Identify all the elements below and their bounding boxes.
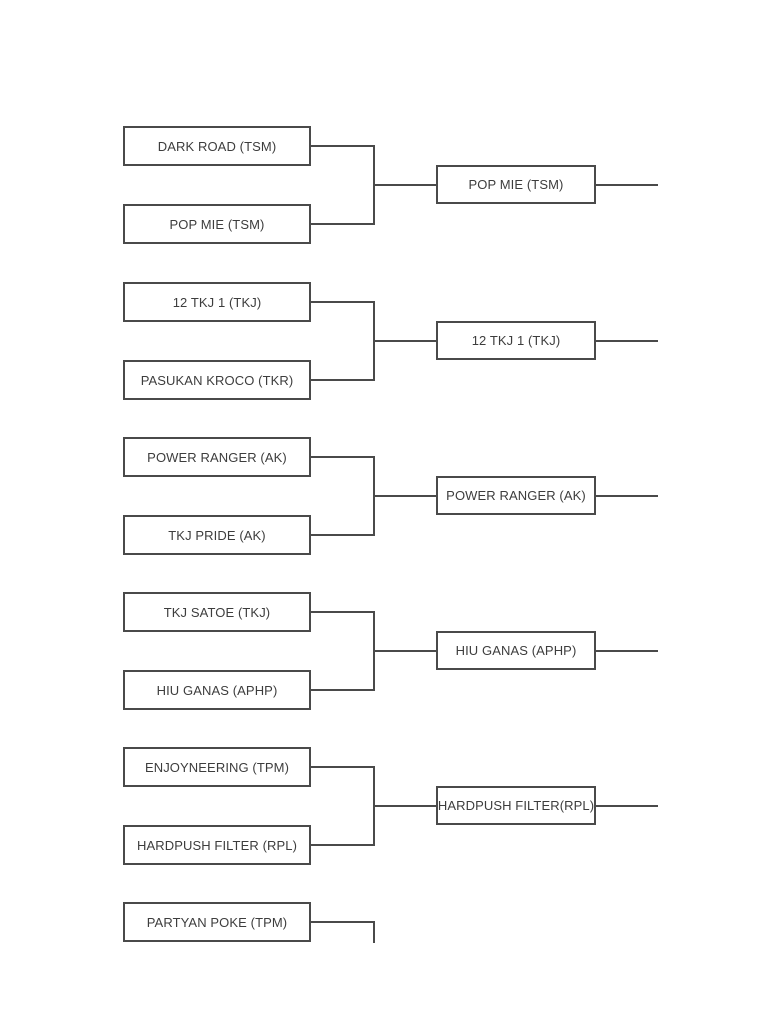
team-box: PASUKAN KROCO (TKR) [123,360,311,400]
team-box: TKJ PRIDE (AK) [123,515,311,555]
winner-box: HIU GANAS (APHP) [436,631,596,670]
team-name: ENJOYNEERING (TPM) [144,759,290,775]
connector-line [373,766,375,846]
advance-line [596,805,658,807]
connector-line [311,689,375,691]
team-box: PARTYAN POKE (TPM) [123,902,311,942]
connector-line [311,921,375,923]
team-name: TKJ PRIDE (AK) [168,527,266,543]
advance-line [596,495,658,497]
team-name: HIU GANAS (APHP) [156,682,278,698]
winner-name: POWER RANGER (AK) [446,488,586,503]
connector-line [311,456,375,458]
connector-line [311,534,375,536]
team-box: HIU GANAS (APHP) [123,670,311,710]
connector-line [311,301,375,303]
winner-name: 12 TKJ 1 (TKJ) [471,333,561,348]
team-name: 12 TKJ 1 (TKJ) [172,294,262,310]
advance-line [596,650,658,652]
winner-box: HARDPUSH FILTER(RPL) [436,786,596,825]
connector-line [375,495,436,497]
team-box: TKJ SATOE (TKJ) [123,592,311,632]
winner-name: HIU GANAS (APHP) [455,643,577,658]
advance-line [596,184,658,186]
team-name: TKJ SATOE (TKJ) [163,604,271,620]
connector-line [373,301,375,381]
winner-box: POWER RANGER (AK) [436,476,596,515]
connector-line [373,611,375,691]
connector-line [373,456,375,536]
team-name: PARTYAN POKE (TPM) [146,914,288,930]
connector-line [311,844,375,846]
connector-line [311,766,375,768]
team-box: DARK ROAD (TSM) [123,126,311,166]
team-name: POP MIE (TSM) [169,216,265,232]
connector-line [311,379,375,381]
connector-line [311,145,375,147]
team-name: PASUKAN KROCO (TKR) [140,372,294,388]
connector-line [375,650,436,652]
connector-line [373,921,375,943]
connector-line [375,184,436,186]
connector-line [373,145,375,225]
team-name: DARK ROAD (TSM) [157,138,277,154]
connector-line [375,340,436,342]
connector-line [375,805,436,807]
team-name: HARDPUSH FILTER (RPL) [136,837,298,853]
winner-name: HARDPUSH FILTER(RPL) [437,798,595,813]
team-box: HARDPUSH FILTER (RPL) [123,825,311,865]
connector-line [311,223,375,225]
advance-line [596,340,658,342]
team-name: POWER RANGER (AK) [147,449,287,465]
connector-line [311,611,375,613]
team-box: POP MIE (TSM) [123,204,311,244]
winner-box: POP MIE (TSM) [436,165,596,204]
team-box: POWER RANGER (AK) [123,437,311,477]
winner-name: POP MIE (TSM) [468,177,564,192]
team-box: ENJOYNEERING (TPM) [123,747,311,787]
winner-box: 12 TKJ 1 (TKJ) [436,321,596,360]
team-box: 12 TKJ 1 (TKJ) [123,282,311,322]
